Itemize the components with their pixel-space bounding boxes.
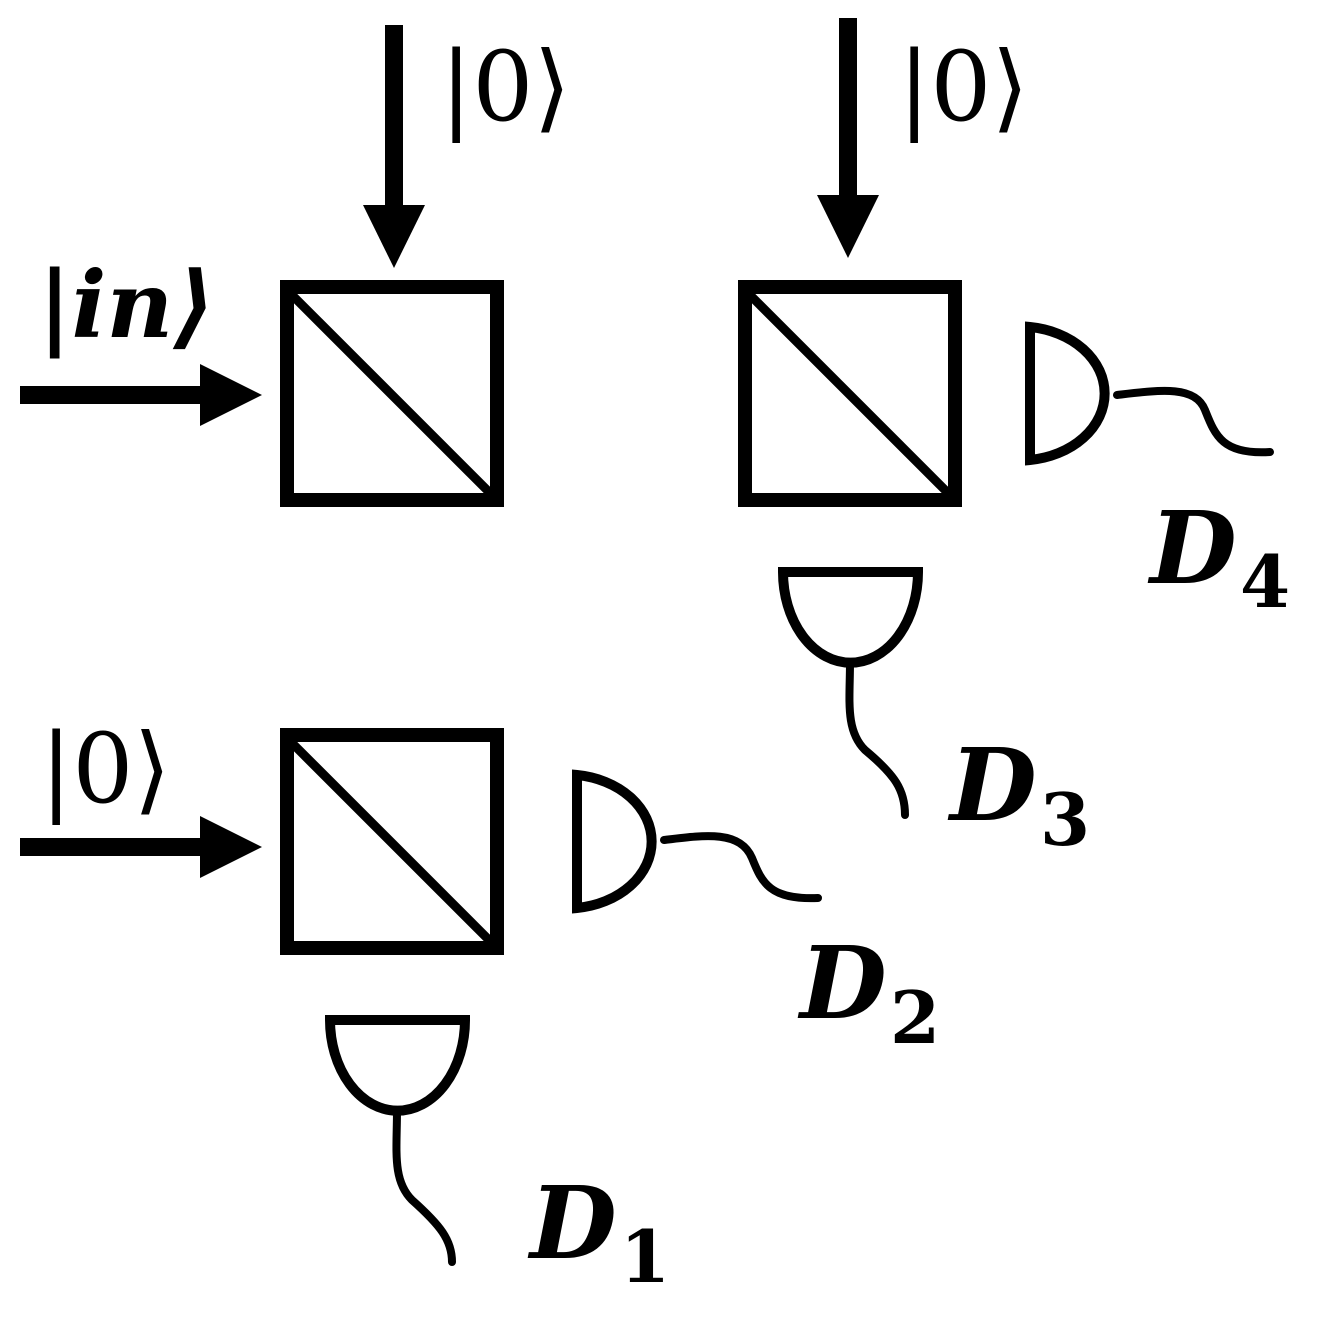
- beam-splitter-box: [738, 280, 962, 507]
- detector-d2-wire: [660, 832, 822, 903]
- detector-d3-icon: [777, 567, 924, 668]
- ket-vac-bottom-left-label: |0⟩: [40, 713, 171, 825]
- beam-splitter-diagonal: [283, 734, 501, 952]
- arrow-head: [363, 205, 425, 268]
- beam-splitter-diagonal: [741, 286, 959, 504]
- detector-d4: [1025, 321, 1274, 466]
- arrow-head: [200, 364, 262, 426]
- detector-label-d1: D 1: [527, 1164, 670, 1299]
- detector-d1-wire: [392, 1106, 456, 1266]
- detector-label-index: 1: [620, 1214, 670, 1299]
- ket-vac-top-right-label: |0⟩: [898, 31, 1029, 143]
- detector-d1: [324, 1015, 471, 1266]
- beam-splitter-bottom-left: [280, 728, 504, 955]
- detector-d2: [572, 769, 822, 914]
- arrow-vac-bottom-left: [20, 816, 262, 878]
- detector-label-index: 4: [1240, 539, 1290, 624]
- arrow-head: [200, 816, 262, 878]
- detector-label-d2: D 2: [797, 924, 940, 1060]
- beam-splitter-top-left: [280, 280, 504, 507]
- arrow-vac-top-left: [363, 25, 425, 268]
- arrow-head: [817, 195, 879, 258]
- arrow-in-state: [20, 364, 262, 426]
- detector-d2-icon: [572, 769, 657, 914]
- beam-splitter-box: [280, 280, 504, 507]
- detector-label-letter: D: [947, 726, 1037, 844]
- detector-d1-icon: [324, 1015, 471, 1116]
- beam-splitter-diagonal: [283, 286, 501, 504]
- beam-splitter-top-right: [738, 280, 962, 507]
- detector-label-d3: D 3: [947, 726, 1090, 862]
- ket-in-label: |in⟩: [38, 251, 215, 359]
- detector-label-index: 2: [890, 975, 940, 1060]
- detector-label-d4: D 4: [1147, 489, 1290, 624]
- arrow-vac-top-right: [817, 18, 879, 258]
- detector-d4-wire: [1113, 386, 1274, 457]
- detector-d3: [777, 567, 924, 819]
- detector-d3-wire: [845, 658, 909, 819]
- detector-label-index: 3: [1040, 777, 1090, 862]
- detector-label-letter: D: [797, 924, 887, 1042]
- beam-splitter-box: [280, 728, 504, 955]
- detector-label-letter: D: [527, 1164, 617, 1282]
- detector-d4-icon: [1025, 321, 1110, 466]
- ket-vac-top-left-label: |0⟩: [440, 31, 571, 143]
- detector-label-letter: D: [1147, 489, 1237, 607]
